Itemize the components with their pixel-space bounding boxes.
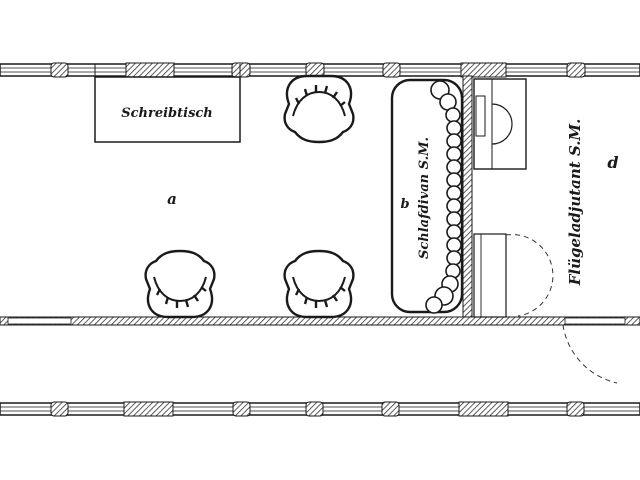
- wall-pier: [566, 401, 585, 417]
- wall-pier: [381, 401, 400, 417]
- wall-pier: [458, 401, 509, 417]
- wall-pier: [125, 62, 175, 78]
- armchair: [144, 249, 216, 319]
- wall-pier: [123, 401, 174, 417]
- divan-label: Schlafdivan S.M.: [417, 137, 432, 259]
- wall-pier: [566, 62, 586, 78]
- adjutant-label: Flügeladjutant S.M.: [566, 119, 584, 287]
- divan-cushion-roll: [425, 80, 462, 314]
- desk: Schreibtisch: [94, 64, 241, 143]
- armchair: [283, 249, 355, 319]
- wall-pier: [232, 401, 251, 417]
- room-d-letter: d: [607, 153, 618, 172]
- wall-pier: [460, 62, 507, 78]
- corridor-door-opening: [564, 317, 626, 325]
- wall-pier: [50, 401, 69, 417]
- wall-pier: [231, 62, 251, 78]
- corridor-wall: [0, 316, 640, 384]
- armchair: [283, 74, 355, 144]
- sleeping-divan: b Schlafdivan S.M.: [390, 78, 464, 314]
- wall-pier: [305, 401, 324, 417]
- partition-wall: [462, 75, 473, 318]
- bottom-outer-wall: [0, 401, 640, 417]
- wall-pier: [50, 62, 69, 78]
- cabinet-door: [473, 233, 554, 318]
- corridor-door-swing: [562, 324, 618, 384]
- corridor-window: [7, 317, 72, 325]
- desk-label: Schreibtisch: [121, 106, 213, 121]
- washstand: [473, 78, 527, 170]
- room-b-letter: b: [400, 197, 409, 212]
- wall-pier: [382, 62, 401, 78]
- room-a-letter: a: [167, 190, 177, 208]
